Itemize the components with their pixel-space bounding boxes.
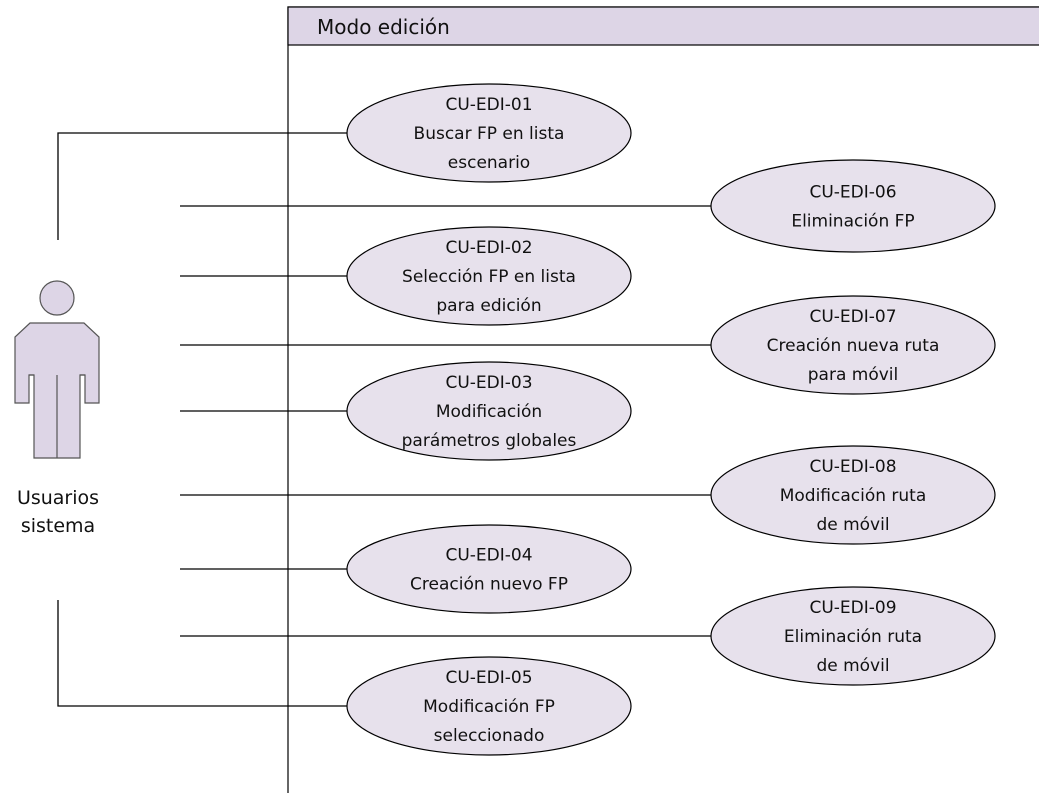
use-case-label-line: seleccionado: [434, 726, 545, 746]
use-case-id: CU-EDI-02: [445, 238, 532, 258]
actor: Usuarios sistema: [14, 280, 100, 537]
association-line: [57, 600, 348, 707]
use-case-ellipse: [346, 226, 632, 326]
use-case-ellipse: [710, 445, 996, 545]
use-case-id: CU-EDI-08: [809, 457, 896, 477]
use-case-label-line: Modificación: [436, 402, 542, 422]
use-case-label-line: escenario: [448, 153, 530, 173]
use-case-label-line: para edición: [436, 296, 541, 316]
use-case-ellipse: [710, 159, 996, 253]
use-case-label-line: de móvil: [816, 656, 889, 676]
actor-label-line-2: sistema: [21, 515, 95, 537]
system-boundary-header: [287, 6, 1039, 46]
use-case-id: CU-EDI-06: [809, 183, 896, 203]
association-lines: [57, 132, 712, 707]
use-case-id: CU-EDI-07: [809, 307, 896, 327]
association-line: [57, 132, 348, 240]
use-case-ellipse: [346, 83, 632, 183]
use-case-id: CU-EDI-09: [809, 598, 896, 618]
use-case-label-line: Modificación FP: [423, 697, 555, 717]
actor-label-line-1: Usuarios: [17, 487, 99, 509]
use-case-ellipse: [346, 524, 632, 614]
use-case-label-line: para móvil: [808, 365, 899, 385]
use-case-label-line: Creación nueva ruta: [767, 336, 940, 356]
person-icon: [14, 280, 100, 459]
use-case-label-line: Selección FP en lista: [402, 267, 576, 287]
use-case-ellipse: [346, 656, 632, 756]
use-case-ellipse: [710, 295, 996, 395]
use-case-label-line: Modificación ruta: [780, 486, 927, 506]
use-case-id: CU-EDI-03: [445, 373, 532, 393]
use-case-id: CU-EDI-01: [445, 95, 532, 115]
use-case-ellipse: [346, 361, 632, 461]
use-case-label-line: de móvil: [816, 515, 889, 535]
system-boundary-title: Modo edición: [317, 15, 450, 39]
use-case-label-line: parámetros globales: [402, 431, 577, 451]
use-case-id: CU-EDI-05: [445, 668, 532, 688]
use-case-ellipse: [710, 586, 996, 686]
use-case-label-line: Buscar FP en lista: [414, 124, 565, 144]
use-case-label-line: Creación nuevo FP: [410, 575, 568, 595]
use-case-label-line: Eliminación FP: [791, 212, 914, 232]
use-case-id: CU-EDI-04: [445, 546, 532, 566]
use-case-label-line: Eliminación ruta: [784, 627, 922, 647]
